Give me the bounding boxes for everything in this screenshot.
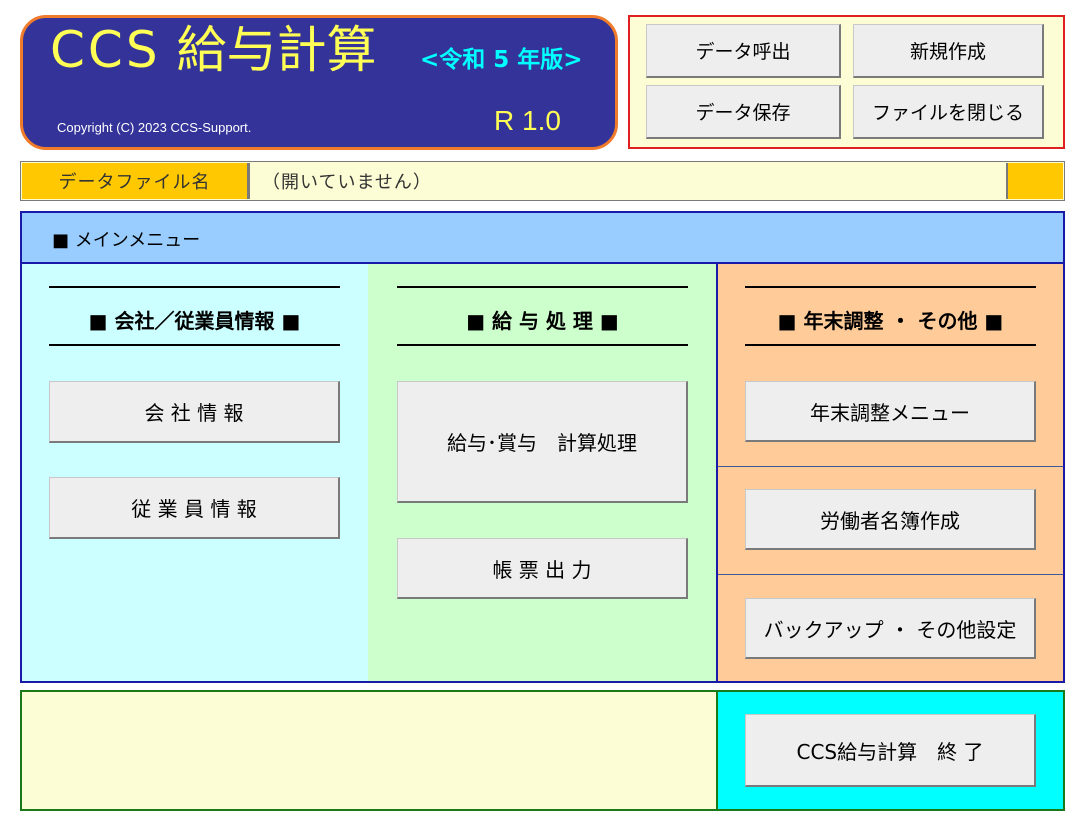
data-file-label: データファイル名 [22, 163, 250, 199]
company-info-button[interactable]: 会 社 情 報 [49, 381, 340, 443]
year-end-section-title: ■ 年末調整 ・ その他 ■ [777, 309, 1004, 333]
era-label: <令和 5 年版> [420, 47, 583, 73]
main-menu-title: ■ メインメニュー [52, 229, 201, 251]
section-rule [745, 344, 1036, 346]
data-file-value: （開いていません） [262, 172, 432, 193]
load-data-button[interactable]: データ呼出 [646, 24, 841, 78]
data-file-bar-end [1006, 163, 1063, 199]
version-label: R 1.0 [494, 105, 561, 136]
section-rule [397, 344, 688, 346]
save-data-button[interactable]: データ保存 [646, 85, 841, 139]
main-menu-header: ■ メインメニュー [20, 211, 1065, 264]
section-rule [49, 286, 340, 288]
payroll-calc-button[interactable]: 給与･賞与 計算処理 [397, 381, 688, 503]
worker-roster-button[interactable]: 労働者名簿作成 [745, 489, 1036, 550]
section-rule [397, 286, 688, 288]
year-end-divider [718, 574, 1063, 575]
copyright-text: Copyright (C) 2023 CCS-Support. [57, 120, 252, 135]
exit-app-button[interactable]: CCS給与計算 終 了 [745, 714, 1036, 787]
year-end-menu-button[interactable]: 年末調整メニュー [745, 381, 1036, 442]
year-end-divider [718, 466, 1063, 467]
section-rule [49, 344, 340, 346]
section-rule [745, 286, 1036, 288]
app-logo [20, 15, 618, 150]
app-prefix: CCS [50, 21, 161, 79]
employee-info-button[interactable]: 従 業 員 情 報 [49, 477, 340, 539]
company-employee-panel [20, 262, 370, 683]
close-file-button[interactable]: ファイルを閉じる [853, 85, 1044, 139]
backup-settings-button[interactable]: バックアップ ・ その他設定 [745, 598, 1036, 659]
status-area [20, 690, 718, 811]
forms-output-button[interactable]: 帳 票 出 力 [397, 538, 688, 599]
app-name: 給与計算 [176, 21, 377, 79]
company-section-title: ■ 会社／従業員情報 ■ [88, 309, 301, 333]
payroll-section-title: ■ 給 与 処 理 ■ [466, 309, 619, 333]
new-file-button[interactable]: 新規作成 [853, 24, 1044, 78]
app-title: CCS 給与計算 [50, 22, 376, 78]
